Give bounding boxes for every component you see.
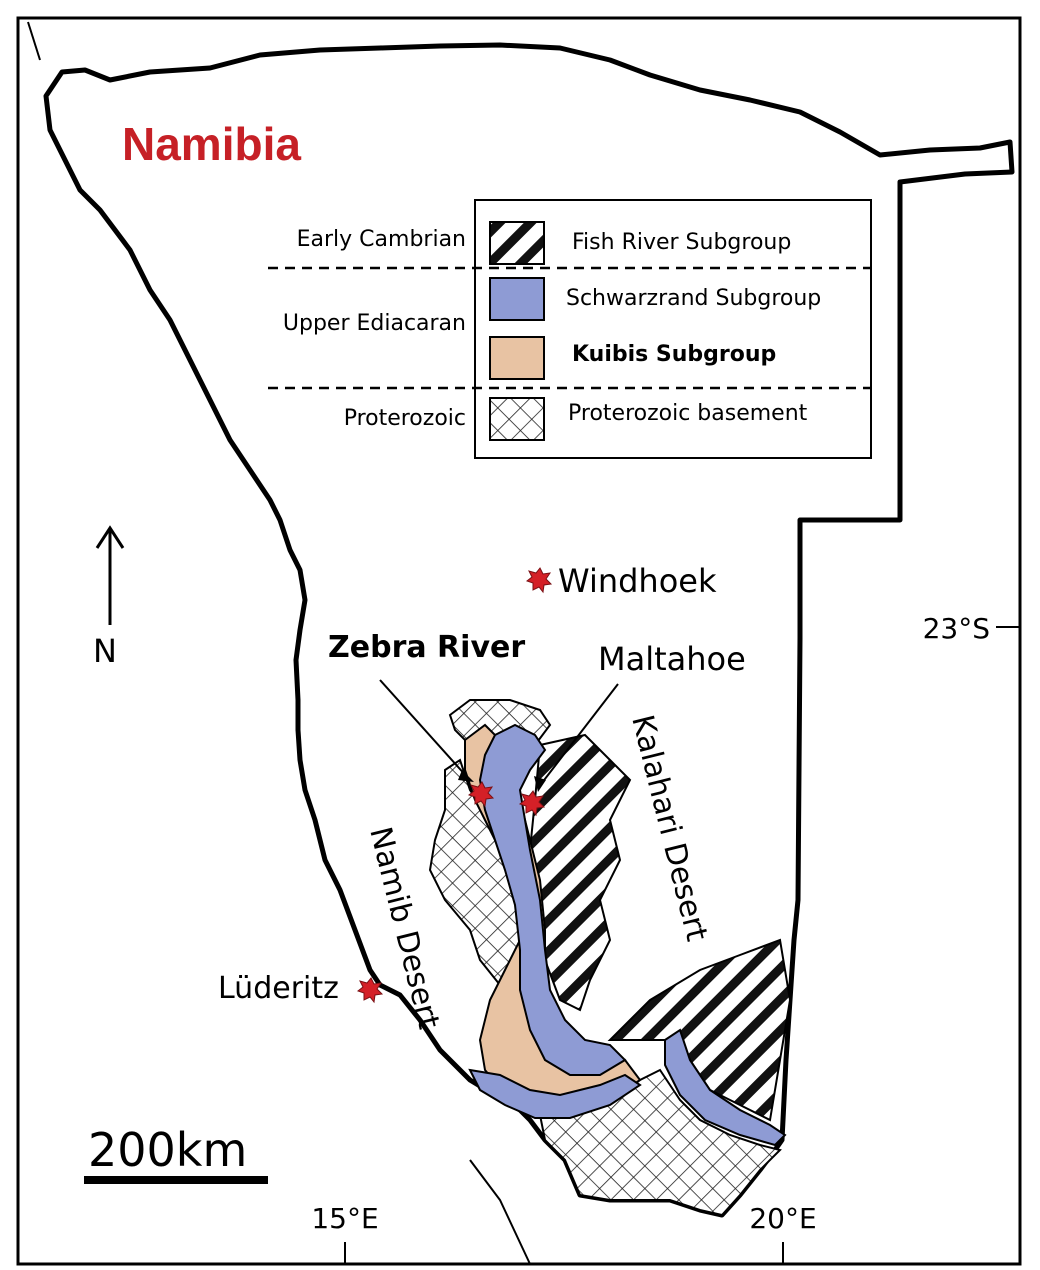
scale-bar-label: 200km (88, 1123, 247, 1177)
label-lon-20e: 20°E (749, 1202, 816, 1235)
label-windhoek: Windhoek (558, 562, 717, 600)
scale-bar-line (84, 1176, 268, 1184)
label-lat-23s: 23°S (923, 612, 990, 645)
scale-bar: 200km (84, 1123, 268, 1184)
zebra-river-pointer (379, 679, 469, 779)
coastline (27, 21, 41, 61)
legend-label-basement: Proterozoic basement (568, 401, 808, 426)
schwarzrand-southeast (664, 1028, 787, 1147)
star-marker-icon (525, 567, 553, 594)
schwarzrand-subgroup (478, 723, 627, 1076)
place-maltahoe: Maltahoe (518, 640, 746, 817)
legend: Early Cambrian Upper Ediacaran Proterozo… (268, 199, 872, 459)
north-arrow-icon (95, 525, 125, 549)
label-maltahoe: Maltahoe (598, 640, 746, 678)
map-title: Namibia (122, 118, 301, 170)
star-marker-icon (356, 977, 384, 1004)
geology (428, 699, 792, 1217)
legend-swatch-fish-river (489, 221, 545, 265)
legend-swatch-schwarzrand (489, 277, 545, 321)
north-label: N (93, 632, 117, 670)
southern-river (469, 1159, 531, 1265)
place-luderitz: Lüderitz (218, 971, 384, 1006)
maltahoe-pointer (537, 683, 619, 789)
legend-label-schwarzrand: Schwarzrand Subgroup (566, 286, 821, 311)
era-label-proterozoic: Proterozoic (344, 406, 466, 431)
legend-label-fish-river: Fish River Subgroup (572, 230, 791, 255)
schwarzrand-south (468, 1068, 642, 1119)
legend-swatch-kuibis (489, 336, 545, 380)
place-windhoek: Windhoek (525, 562, 717, 600)
north-arrow: N (93, 525, 125, 670)
legend-swatch-basement (489, 397, 545, 441)
map-frame (16, 16, 1022, 1266)
label-kalahari-desert: Kalahari Desert (624, 711, 714, 944)
arrowhead-icon (534, 776, 546, 792)
era-label-upper-ediacaran: Upper Ediacaran (283, 311, 466, 336)
star-marker-icon (518, 790, 546, 817)
arrowhead-icon (458, 770, 474, 782)
place-zebra-river: Zebra River (328, 630, 525, 808)
era-label-early-cambrian: Early Cambrian (297, 227, 466, 252)
legend-label-kuibis: Kuibis Subgroup (572, 342, 776, 367)
label-luderitz: Lüderitz (218, 971, 339, 1006)
label-lon-15e: 15°E (311, 1202, 378, 1235)
star-marker-icon (467, 781, 495, 808)
label-zebra-river: Zebra River (328, 630, 525, 665)
